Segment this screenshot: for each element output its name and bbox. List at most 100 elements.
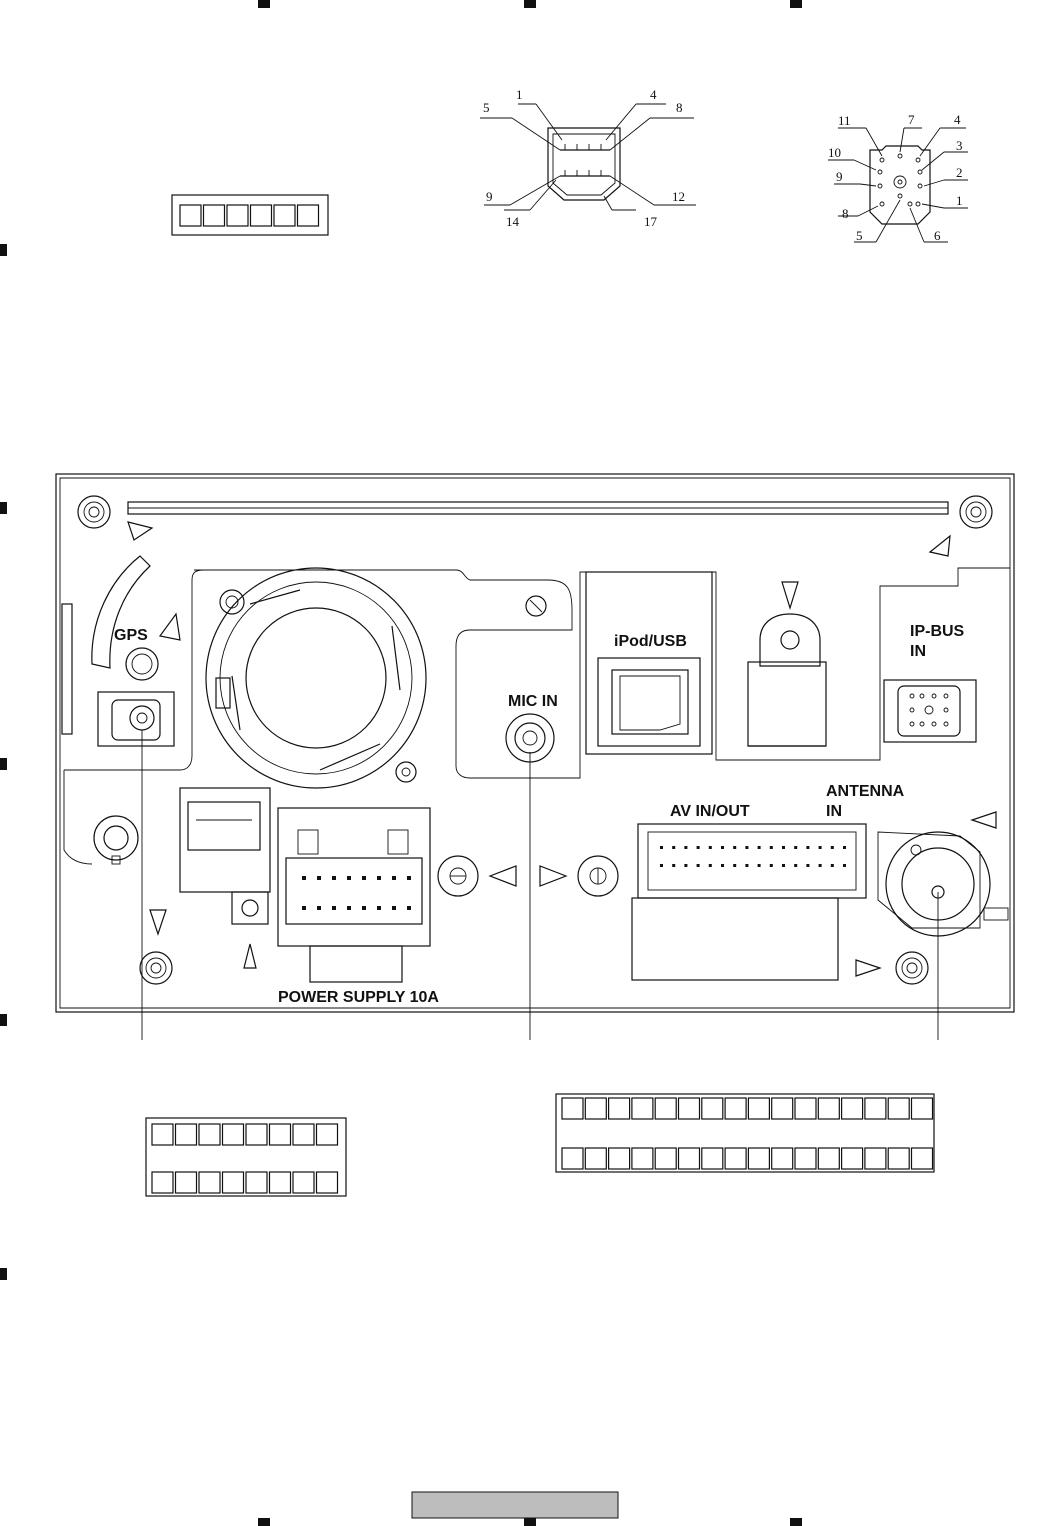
pin-cell <box>771 1097 794 1120</box>
ipbus-pin-5: 5 <box>856 228 863 243</box>
connector-pin <box>672 864 676 867</box>
pin-cell <box>273 204 296 227</box>
pin-cell <box>794 1097 817 1120</box>
mounting-bracket <box>747 613 827 747</box>
pin-cell <box>245 1171 268 1194</box>
pin-cell <box>174 1171 198 1194</box>
ipbus-connector-pinout: 11 7 4 10 3 9 2 8 1 5 6 <box>828 112 968 243</box>
antenna-in-jack <box>877 831 1009 937</box>
connector-pin <box>794 864 798 867</box>
screw <box>139 951 173 985</box>
usb-pin-9: 9 <box>486 189 493 204</box>
pin-cell <box>840 1097 864 1120</box>
usb-pin-8: 8 <box>676 100 683 115</box>
connector-pin <box>721 864 724 867</box>
antenna-label: ANTENNA <box>826 783 905 800</box>
av-in-out-connector <box>631 823 867 981</box>
wired-remote-jack <box>93 815 139 865</box>
pin-cell <box>315 1123 339 1146</box>
ipbus-pin-9: 9 <box>836 169 843 184</box>
ipbus-pin-2: 2 <box>956 165 963 180</box>
ip-bus-label: IP-BUS <box>910 623 965 640</box>
pin-cell <box>771 1147 794 1170</box>
connector-pin <box>696 864 700 867</box>
screw <box>895 951 929 985</box>
connector-pin <box>733 864 737 867</box>
connector-pin <box>818 846 822 849</box>
connector-pin <box>347 876 351 880</box>
connector-pin <box>769 846 773 849</box>
connector-pin <box>708 846 712 849</box>
pin-cell <box>887 1147 910 1170</box>
connector-pin <box>769 864 773 867</box>
power-supply-connector <box>277 807 431 983</box>
connector-pin <box>757 846 761 849</box>
ipbus-pin-7: 7 <box>908 112 915 127</box>
connector-pin <box>782 846 785 849</box>
ipbus-pin-3: 3 <box>956 138 963 153</box>
screw <box>959 495 993 529</box>
gps-label: GPS <box>114 627 148 644</box>
usb-pin-5: 5 <box>483 100 490 115</box>
pin-cell <box>268 1171 292 1194</box>
connector-pin <box>830 846 834 849</box>
av-in-out-label: AV IN/OUT <box>670 803 750 820</box>
cooling-fan <box>205 567 427 789</box>
connector-pin <box>347 906 351 910</box>
power-supply-pin-table <box>145 1117 347 1197</box>
connector-pin <box>660 846 663 849</box>
connector-pin <box>672 846 676 849</box>
ipod-usb-label: iPod/USB <box>614 633 687 650</box>
pin-cell <box>561 1097 584 1120</box>
pin-cell <box>584 1097 607 1120</box>
pin-cell <box>221 1123 245 1146</box>
ipbus-pin-8: 8 <box>842 206 849 221</box>
pin-cell <box>654 1097 677 1120</box>
ip-bus-in-label: IN <box>910 643 926 660</box>
connector-pin <box>660 864 663 867</box>
connector-pin <box>708 864 712 867</box>
pin-cell <box>724 1097 747 1120</box>
ipbus-pin-4: 4 <box>954 112 961 127</box>
connector-pin <box>302 876 306 880</box>
pin-cell <box>198 1123 221 1146</box>
pin-cell <box>226 204 249 227</box>
pin-cell <box>151 1123 174 1146</box>
pin-cell <box>631 1147 654 1170</box>
connector-pin <box>757 864 761 867</box>
connector-pin <box>696 846 700 849</box>
ip-bus-in-connector <box>883 679 977 743</box>
small-connector <box>179 787 271 925</box>
pin-cell <box>631 1097 654 1120</box>
pin-cell <box>292 1123 315 1146</box>
connector-pin <box>843 864 846 867</box>
pin-cell <box>221 1171 245 1194</box>
connector-pin <box>830 864 834 867</box>
connector-pin <box>684 846 688 849</box>
connector-pin <box>377 876 381 880</box>
connector-pin <box>392 906 396 910</box>
pin-cell <box>747 1097 771 1120</box>
connector-pin <box>332 876 336 880</box>
connector-pin <box>332 906 336 910</box>
connector-pin <box>721 846 724 849</box>
usb-pin-14: 14 <box>506 214 520 229</box>
power-supply-label: POWER SUPPLY 10A <box>278 989 439 1006</box>
pin-cell <box>561 1147 584 1170</box>
connector-pin <box>806 846 810 849</box>
usb-connector-pinout: 1 4 5 8 9 12 14 17 <box>480 87 696 229</box>
screw <box>437 855 479 897</box>
connector-pin <box>745 846 749 849</box>
ipbus-pin-6: 6 <box>934 228 941 243</box>
page-number-box <box>411 1491 619 1519</box>
registration-marks <box>0 0 802 1526</box>
pin-cell <box>794 1147 817 1170</box>
connector-pin <box>362 876 366 880</box>
ipbus-pin-1: 1 <box>956 193 963 208</box>
connector-pin <box>302 906 306 910</box>
pin-cell <box>249 204 273 227</box>
gps-antenna-connector <box>97 691 175 747</box>
pin-cell <box>887 1097 910 1120</box>
connector-pin <box>407 876 411 880</box>
